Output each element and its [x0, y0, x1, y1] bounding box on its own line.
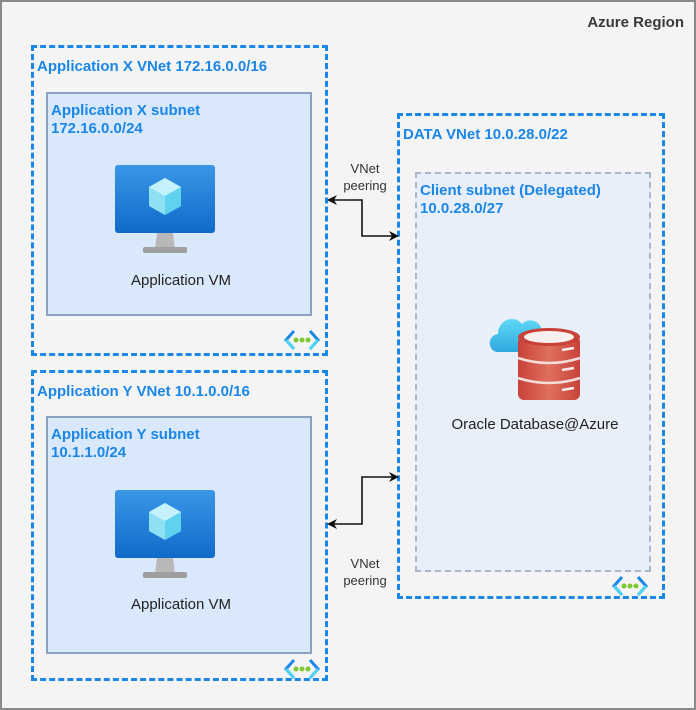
region-label: Azure Region — [587, 14, 684, 31]
client-subnet-label: Client subnet (Delegated) 10.0.28.0/27 — [420, 182, 601, 218]
virtual-network-icon — [283, 659, 321, 679]
data-vnet[interactable]: DATA VNet 10.0.28.0/22 Client subnet (De… — [397, 113, 665, 599]
oracle-database-icon[interactable] — [484, 306, 584, 406]
app-y-subnet-cidr: 10.1.1.0/24 — [51, 444, 127, 461]
peering-label-top-line1: VNet — [350, 161, 380, 176]
peering-connector-top[interactable] — [327, 195, 399, 241]
peering-label-bottom-line2: peering — [343, 573, 387, 588]
app-y-subnet-name: Application Y subnet — [51, 426, 200, 443]
oracle-db-label: Oracle Database@Azure — [451, 416, 619, 433]
data-vnet-label: DATA VNet 10.0.28.0/22 — [403, 126, 568, 143]
app-y-vm-label: Application VM — [130, 596, 232, 613]
peering-label-top-line2: peering — [343, 178, 387, 193]
client-subnet-name: Client subnet (Delegated) — [420, 182, 601, 199]
peering-connector-bottom[interactable] — [327, 472, 399, 529]
peering-label-top: VNet peering — [333, 160, 397, 194]
client-subnet[interactable]: Client subnet (Delegated) 10.0.28.0/27 O… — [415, 172, 651, 572]
app-y-vnet[interactable]: Application Y VNet 10.1.0.0/16 Applicati… — [31, 370, 328, 681]
peering-label-bottom-line1: VNet — [350, 556, 380, 571]
client-subnet-cidr: 10.0.28.0/27 — [420, 200, 504, 217]
app-x-subnet-cidr: 172.16.0.0/24 — [51, 120, 143, 137]
app-x-subnet-label: Application X subnet 172.16.0.0/24 — [51, 102, 200, 138]
peering-label-bottom: VNet peering — [333, 555, 397, 589]
app-y-subnet[interactable]: Application Y subnet 10.1.1.0/24 Applica… — [46, 416, 312, 654]
app-y-subnet-label: Application Y subnet 10.1.1.0/24 — [51, 426, 200, 462]
app-x-subnet-name: Application X subnet — [51, 102, 201, 119]
virtual-machine-icon[interactable] — [113, 165, 217, 261]
app-x-subnet[interactable]: Application X subnet 172.16.0.0/24 Appli… — [46, 92, 312, 316]
virtual-network-icon — [283, 330, 321, 350]
virtual-machine-icon[interactable] — [113, 490, 217, 586]
app-x-vnet[interactable]: Application X VNet 172.16.0.0/16 Applica… — [31, 45, 328, 356]
virtual-network-icon — [611, 576, 649, 596]
app-x-vm-label: Application VM — [130, 272, 232, 289]
app-x-vnet-label: Application X VNet 172.16.0.0/16 — [37, 58, 268, 75]
app-y-vnet-label: Application Y VNet 10.1.0.0/16 — [37, 383, 250, 400]
